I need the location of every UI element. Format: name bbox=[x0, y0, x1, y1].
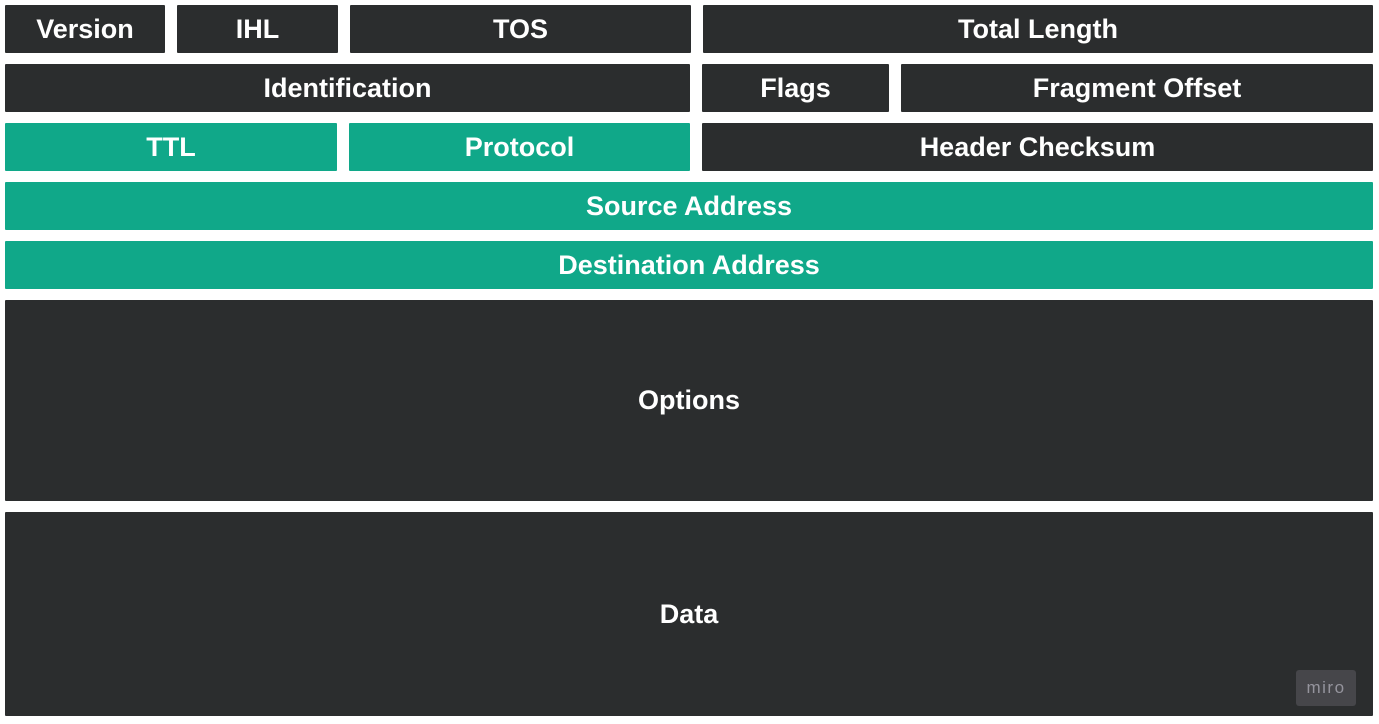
field-protocol: Protocol bbox=[349, 123, 690, 171]
ip-header-row-3: TTL Protocol Header Checksum bbox=[5, 123, 1373, 171]
field-data-label: Data bbox=[659, 598, 719, 629]
field-options: Options bbox=[5, 300, 1373, 501]
field-source-address: Source Address bbox=[5, 182, 1373, 230]
field-flags: Flags bbox=[702, 64, 889, 112]
field-identification: Identification bbox=[5, 64, 690, 112]
field-header-checksum: Header Checksum bbox=[702, 123, 1373, 171]
field-ttl: TTL bbox=[5, 123, 337, 171]
ip-header-row-2: Identification Flags Fragment Offset bbox=[5, 64, 1373, 112]
ip-header-row-5: Destination Address bbox=[5, 241, 1373, 289]
ip-header-row-1: Version IHL TOS Total Length bbox=[5, 5, 1373, 53]
field-ihl: IHL bbox=[177, 5, 338, 53]
field-version: Version bbox=[5, 5, 165, 53]
ip-header-row-6: Options bbox=[5, 300, 1373, 501]
miro-watermark-badge: miro bbox=[1296, 670, 1356, 706]
field-total-length: Total Length bbox=[703, 5, 1373, 53]
ip-header-row-4: Source Address bbox=[5, 182, 1373, 230]
field-tos: TOS bbox=[350, 5, 691, 53]
field-fragment-offset: Fragment Offset bbox=[901, 64, 1373, 112]
ip-header-row-7: Data miro bbox=[5, 512, 1373, 716]
field-data: Data miro bbox=[5, 512, 1373, 716]
field-destination-address: Destination Address bbox=[5, 241, 1373, 289]
